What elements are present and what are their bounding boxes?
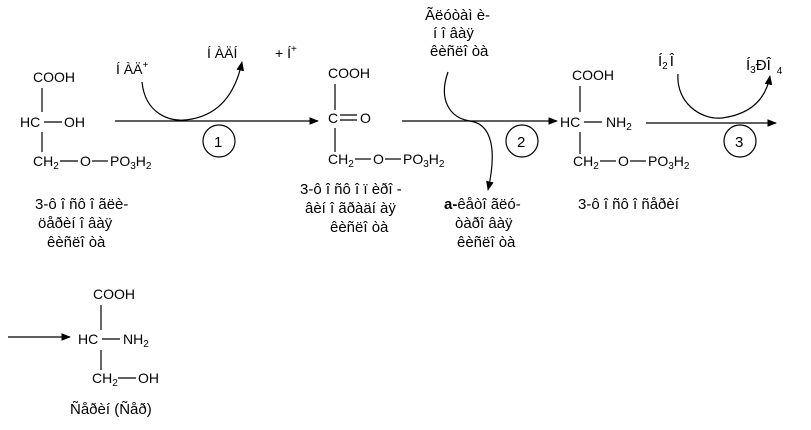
ch2-group: CH2 [573, 153, 599, 172]
ketoglutarate-label-line: òàðî âàÿ [455, 215, 513, 232]
step-number-circle [723, 124, 757, 158]
step-number: 1 [214, 134, 222, 151]
cooh-group: COOH [33, 69, 75, 85]
step-number: 3 [735, 134, 743, 151]
glutamate-label-line: Ãëóòàì è- [425, 7, 490, 24]
compound-name-line: 3-ô î ñô î ãëè- [35, 196, 128, 213]
c-atom: C [328, 110, 338, 126]
hc-group: HC [20, 114, 40, 130]
compound-name-line: öåðèí î âàÿ [38, 215, 113, 232]
step-number: 2 [517, 134, 525, 151]
ch2-group: CH2 [92, 370, 118, 389]
po3h2-group: PO3H2 [403, 151, 445, 170]
reaction-step-1: Í ÀÄ+ Í ÀÄÍ + Í+ 1 [115, 44, 319, 158]
oh-group: OH [64, 114, 85, 130]
po3h2-group: PO3H2 [110, 153, 152, 172]
compound-name: 3-ô î ñô î ñåðèí [578, 196, 680, 213]
ch2-group: CH2 [33, 153, 59, 172]
o-atom: O [360, 110, 371, 126]
nadh-product: Í ÀÄÍ [207, 45, 237, 61]
cooh-group: COOH [328, 65, 370, 81]
nh2-group: NH2 [123, 331, 149, 350]
step-number-circle [202, 124, 236, 158]
glutamate-label-line: êèñëî òà [430, 43, 489, 60]
compound-name-line: âèí î ãðàäí àÿ [305, 200, 396, 217]
o-atom: O [373, 151, 384, 167]
oh-group: OH [138, 370, 159, 386]
reaction-step-2: Ãëóòàì è- í î âàÿ êèñëî òà 2 a-êåòî ãëó-… [402, 7, 558, 251]
compound-serine: COOH HC NH2 CH2 OH Ñåðèí (Ñåð) [70, 286, 159, 418]
hc-group: HC [560, 114, 580, 130]
step-number-circle [505, 124, 539, 158]
nh2-group: NH2 [606, 114, 632, 133]
compound-3-phosphopyruvate: COOH C O CH2 O PO3H2 3-ô î ñô î ï èðî - … [300, 65, 445, 236]
ketoglutarate-label-line: êèñëî òà [457, 234, 516, 251]
compound-3-phosphoglycerate: COOH HC OH CH2 O PO3H2 3-ô î ñô î ãëè- ö… [20, 69, 152, 251]
nad-reactant: Í ÀÄ+ [116, 60, 148, 77]
proton-product: + Í+ [275, 44, 297, 61]
cooh-group: COOH [93, 286, 135, 302]
compound-name-line: 3-ô î ñô î ï èðî - [300, 181, 402, 198]
o-atom: O [618, 153, 629, 169]
po3h2-group: PO3H2 [648, 153, 690, 172]
ketoglutarate-label-line: a-êåòî ãëó- [444, 196, 521, 213]
cofactor-curve-arrow [141, 61, 244, 121]
compound-name-line: êèñëî òà [330, 219, 389, 236]
transamination-curve-arrow [443, 71, 494, 191]
o-atom: O [80, 153, 91, 169]
compound-3-phosphoserine: COOH HC NH2 CH2 O PO3H2 3-ô î ñô î ñåðèí [560, 67, 690, 213]
ch2-group: CH2 [328, 151, 354, 170]
glutamate-label-line: í î âàÿ [433, 25, 474, 42]
hydrolysis-curve-arrow [677, 73, 773, 119]
compound-name-line: êèñëî òà [47, 234, 106, 251]
compound-name: Ñåðèí (Ñåð) [70, 401, 152, 418]
cooh-group: COOH [572, 67, 614, 83]
hc-group: HC [78, 331, 98, 347]
